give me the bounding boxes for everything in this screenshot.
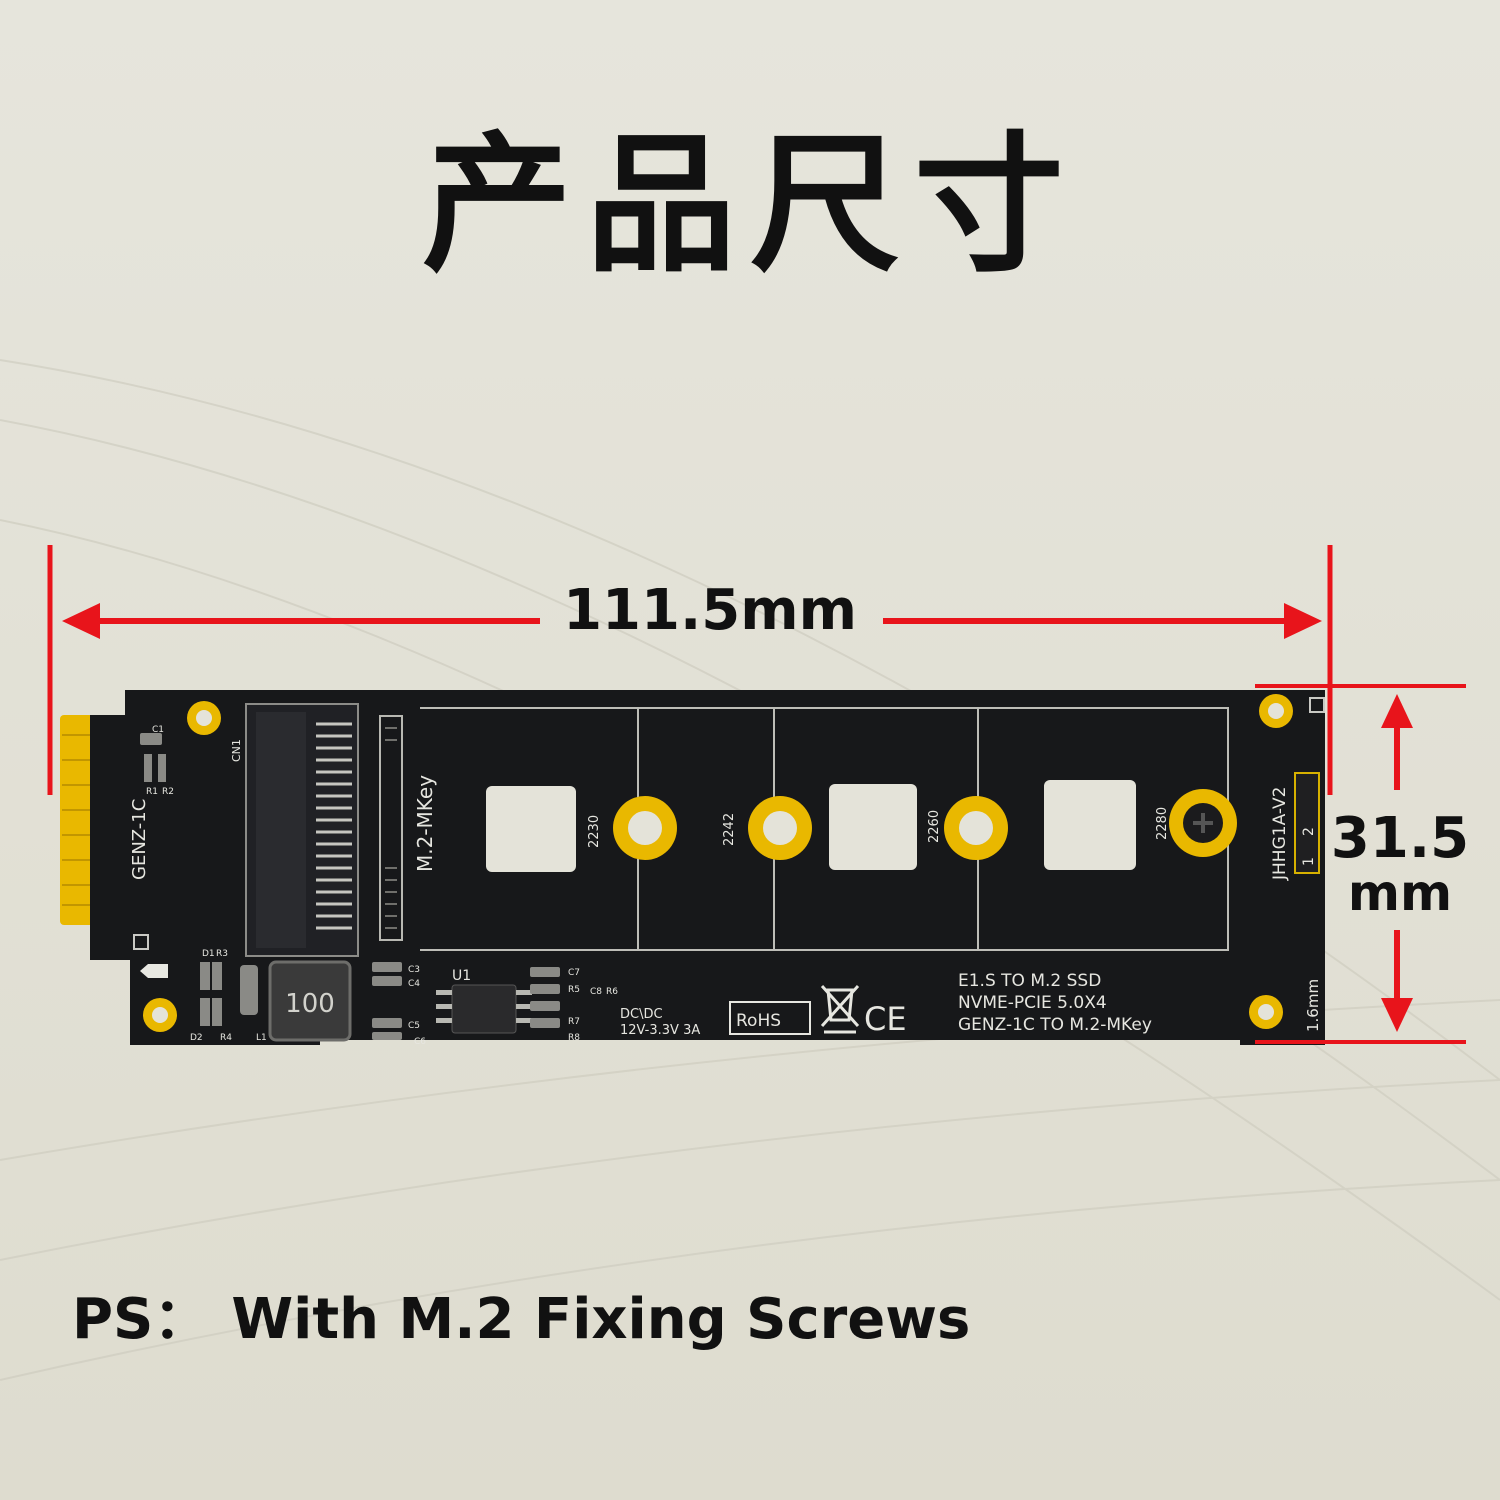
- svg-text:C5: C5: [408, 1021, 420, 1031]
- product-line-1: E1.S TO M.2 SSD: [958, 971, 1101, 991]
- rohs-text: RoHS: [736, 1011, 781, 1031]
- svg-text:D2: D2: [190, 1033, 203, 1043]
- component-refs: C1 R1 R2 D1 R3 D2 R4 L1 C3 C4 C5 C6 C7 R…: [146, 725, 618, 1047]
- svg-text:C8: C8: [590, 987, 602, 997]
- board-edge-label: GENZ-1C: [129, 799, 150, 880]
- ic-chip: [451, 984, 517, 1034]
- chip-ref: U1: [452, 968, 471, 984]
- board-connector-ref: CN1: [230, 739, 243, 762]
- board-slot-label: M.2-MKey: [413, 775, 437, 872]
- ps-text: With M.2 Fixing Screws: [231, 1287, 971, 1352]
- height-dimension: [1255, 684, 1466, 1044]
- svg-text:R2: R2: [162, 787, 174, 797]
- mount-label-2230: 2230: [587, 815, 602, 848]
- svg-text:R5: R5: [568, 985, 580, 995]
- cutout-2: [829, 784, 917, 870]
- height-dimension-unit: mm: [1347, 864, 1453, 922]
- mount-label-2260: 2260: [927, 810, 942, 843]
- svg-text:R4: R4: [220, 1033, 232, 1043]
- svg-text:C6: C6: [414, 1037, 426, 1047]
- inductor-value: 100: [285, 989, 335, 1019]
- mount-label-2242: 2242: [722, 813, 737, 846]
- jumper-label-2: 2: [1301, 827, 1317, 836]
- svg-text:R8: R8: [568, 1033, 580, 1043]
- svg-text:R7: R7: [568, 1017, 580, 1027]
- mount-label-2280: 2280: [1155, 807, 1170, 840]
- svg-text:R1: R1: [146, 787, 158, 797]
- board-revision: JHHG1A-V2: [1270, 787, 1290, 881]
- product-line-3: GENZ-1C TO M.2-MKey: [958, 1015, 1152, 1035]
- svg-text:C3: C3: [408, 965, 420, 975]
- jumper-block: [1294, 772, 1320, 874]
- svg-text:L1: L1: [256, 1033, 267, 1043]
- width-dimension: [47, 545, 1333, 795]
- rohs-mark: [729, 1001, 811, 1035]
- svg-text:C1: C1: [152, 725, 164, 735]
- svg-text:D1: D1: [202, 949, 215, 959]
- weee-icon: [820, 984, 860, 1034]
- height-dimension-value: 31.5: [1330, 806, 1470, 871]
- power-line-2: 12V-3.3V 3A: [620, 1023, 700, 1038]
- board-thickness: 1.6mm: [1304, 979, 1322, 1032]
- page-title: 产品尺寸: [421, 117, 1078, 293]
- inductor: [268, 960, 352, 1042]
- svg-text:R6: R6: [606, 987, 618, 997]
- width-dimension-label: 111.5mm: [563, 578, 857, 643]
- svg-text:C7: C7: [568, 968, 580, 978]
- cutout-1: [486, 786, 576, 872]
- power-line-1: DC\DC: [620, 1007, 663, 1022]
- product-line-2: NVME-PCIE 5.0X4: [958, 993, 1107, 1013]
- svg-text:R3: R3: [216, 949, 228, 959]
- svg-text:C4: C4: [408, 979, 420, 989]
- jumper-label-1: 1: [1301, 857, 1317, 866]
- ps-prefix: PS：: [72, 1287, 210, 1352]
- ps-note: PS： With M.2 Fixing Screws: [72, 1282, 970, 1358]
- pcb-body: [90, 690, 1325, 1045]
- ce-mark: CE: [864, 1000, 907, 1038]
- cutout-3: [1044, 780, 1136, 870]
